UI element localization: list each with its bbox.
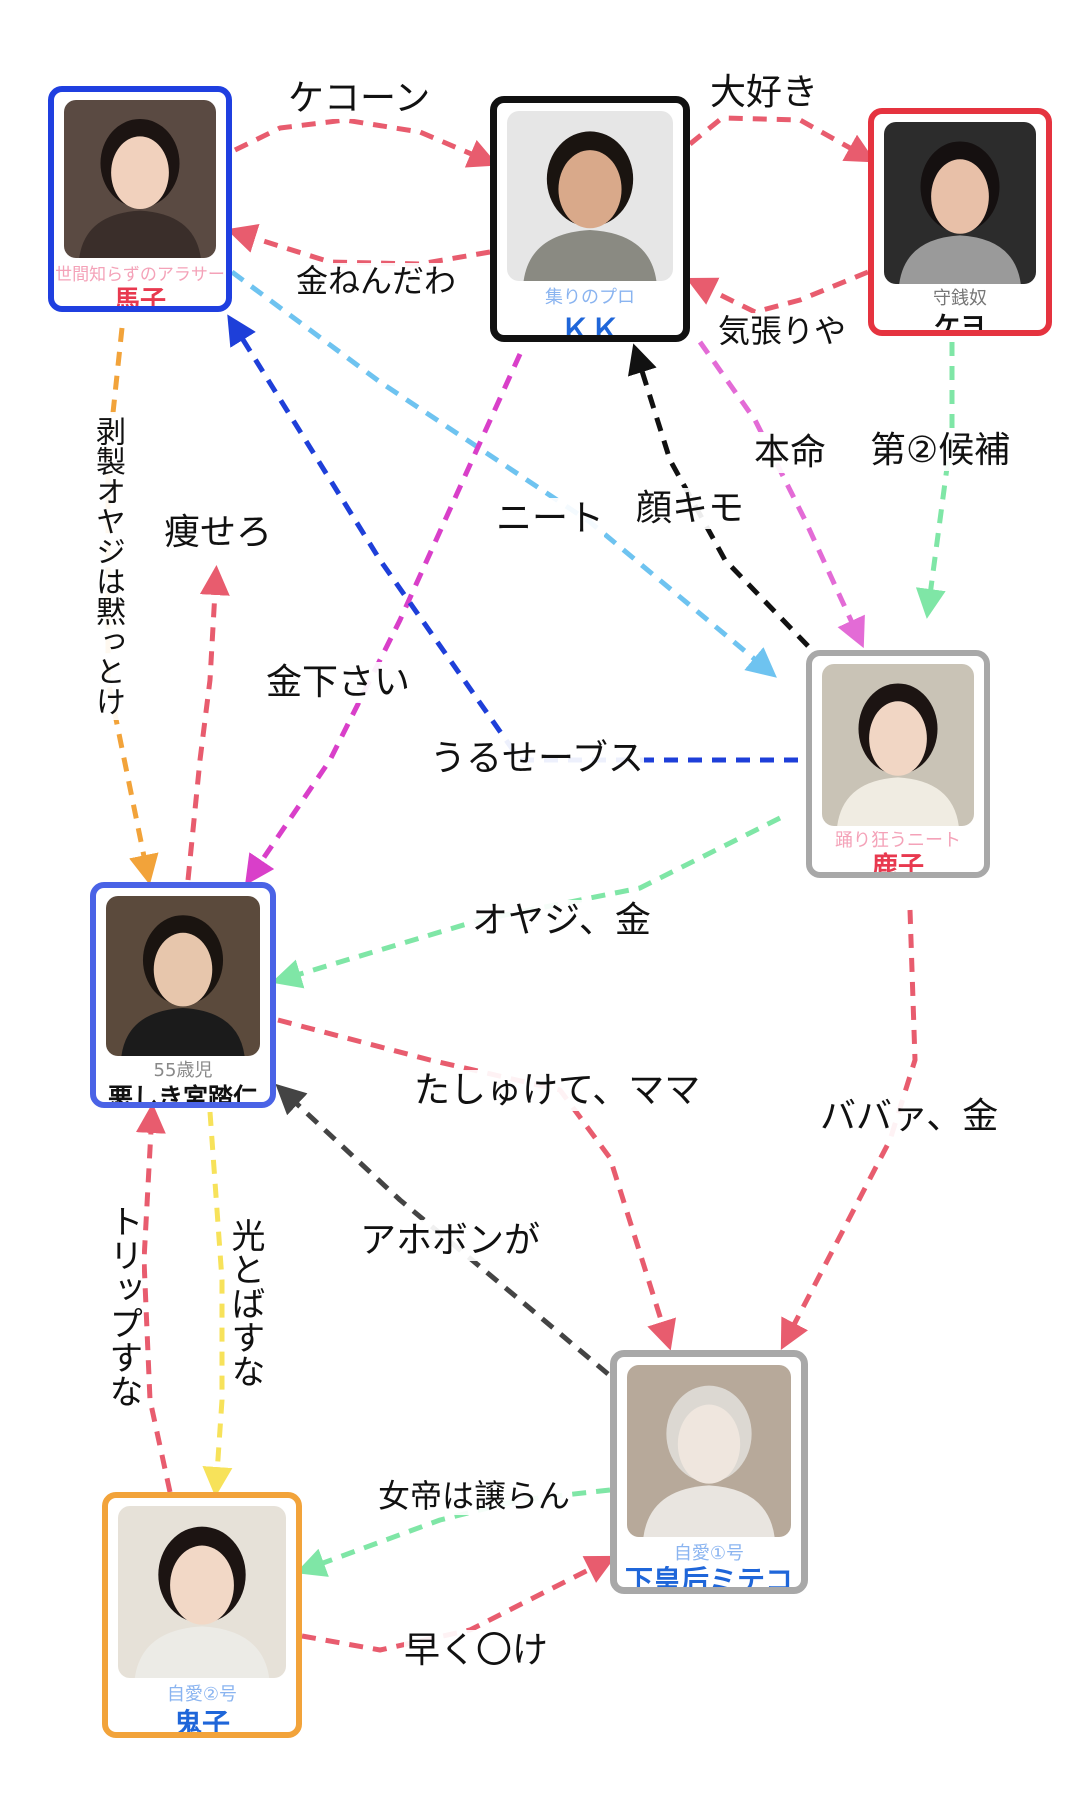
node-keyo[interactable]: 守銭奴 ケヨ	[868, 108, 1052, 336]
edge-arrow-e17	[135, 1103, 173, 1493]
portrait-face	[677, 1404, 741, 1484]
portrait-face	[869, 701, 927, 776]
edge-arrow-e4	[685, 269, 869, 315]
node-name: 悪しき宮踏仁	[107, 1083, 258, 1108]
node-subtitle: 守銭奴	[933, 288, 987, 309]
portrait-body	[121, 1008, 245, 1056]
node-mako[interactable]: 世間知らずのアラサー 馬子	[48, 86, 232, 312]
node-name: 馬子	[113, 286, 166, 312]
node-kiko[interactable]: 自愛②号 鬼子	[102, 1492, 302, 1738]
portrait-photo	[884, 122, 1036, 284]
edge-label-tasyukete-mama: たしゅけて、ママ	[414, 1070, 701, 1112]
node-subtitle: 自愛②号	[166, 1684, 238, 1705]
portrait-photo	[822, 664, 974, 826]
portrait-face	[931, 159, 989, 234]
portrait-photo	[507, 111, 673, 281]
edge-arrow-e13	[271, 815, 782, 989]
edge-label-babaa-kane: ババァ、金	[820, 1096, 999, 1138]
portrait-body	[643, 1485, 775, 1537]
node-name: 鹿子	[871, 852, 924, 878]
edge-label-daisuki: 大好き	[710, 72, 819, 114]
edge-arrow-e2	[226, 224, 491, 267]
edge-label-jotei-yuzuran: 女帝は譲らん	[378, 1477, 571, 1515]
portrait-body	[134, 1626, 270, 1678]
portrait-body	[523, 230, 657, 281]
node-subtitle: 踊り狂うニート	[835, 830, 961, 851]
edge-label-urusee-busu: うるせーブス	[430, 738, 644, 780]
node-subtitle: 自愛①号	[673, 1543, 745, 1564]
node-empress[interactable]: 自愛①号 下皇后ミテコ	[610, 1350, 808, 1594]
edge-label-hayaku-ike: 早く〇け	[404, 1630, 549, 1672]
edge-label-kibariya: 気張りや	[718, 312, 847, 350]
portrait-body	[899, 235, 1021, 284]
portrait-figure	[118, 1506, 286, 1678]
portrait-photo	[64, 100, 216, 258]
portrait-figure	[822, 664, 974, 826]
node-kako[interactable]: 踊り狂うニート 鹿子	[806, 650, 990, 878]
edge-arrow-e1	[233, 117, 499, 168]
portrait-figure	[627, 1365, 791, 1537]
node-name: ＫＫ	[560, 313, 620, 342]
portrait-face	[111, 136, 169, 210]
edge-label-yasero: 痩せろ	[164, 512, 273, 554]
node-name: 鬼子	[173, 1707, 230, 1738]
edge-label-kao-kimo: 顔キモ	[636, 488, 745, 530]
edge-arrow-e3	[688, 115, 876, 163]
portrait-body	[837, 777, 959, 826]
edge-label-honmei: 本命	[754, 432, 827, 474]
portrait-photo	[118, 1506, 286, 1678]
edge-label-hikari-tobasuna: 光とばすな	[225, 1214, 265, 1392]
portrait-body	[79, 210, 201, 258]
edge-arrow-e8	[244, 352, 523, 886]
node-kk[interactable]: 集りのプロ ＫＫ	[490, 96, 690, 342]
edge-label-kane-kudasai: 金下さい	[266, 662, 411, 704]
edge-arrow-e18	[202, 1111, 233, 1497]
edge-label-dai2-kouho: 第②候補	[870, 430, 1011, 472]
edge-label-oyaji-kane: オヤジ、金	[472, 900, 651, 942]
node-subtitle: 集りのプロ	[545, 287, 635, 308]
node-name: 下皇后ミテコ	[624, 1564, 793, 1594]
portrait-photo	[106, 896, 260, 1056]
portrait-face	[558, 150, 622, 229]
edge-label-ke-kon: ケコーン	[288, 78, 431, 120]
node-subtitle: 55歳児	[153, 1060, 213, 1081]
portrait-figure	[507, 111, 673, 281]
node-name: ケヨ	[933, 312, 986, 336]
portrait-figure	[884, 122, 1036, 284]
portrait-face	[153, 932, 213, 1007]
edge-label-kane-nendawa: 金ねんだわ	[296, 262, 457, 300]
portrait-face	[170, 1545, 234, 1625]
edge-label-hakusei-oyaji: 剥製オヤジは黙っとけ	[90, 412, 125, 720]
node-subtitle: 世間知らずのアラサー	[55, 265, 225, 285]
edge-label-trip-suna: トリップすな	[103, 1200, 143, 1412]
edge-arrow-e7	[185, 565, 230, 881]
node-father[interactable]: 55歳児 悪しき宮踏仁	[90, 882, 276, 1108]
edge-arrow-e15	[780, 909, 918, 1350]
edge-arrow-e12	[915, 342, 955, 619]
edge-label-ahobon-ga: アホボンが	[360, 1220, 541, 1262]
portrait-figure	[106, 896, 260, 1056]
edge-arrow-e14	[277, 1017, 676, 1351]
portrait-photo	[627, 1365, 791, 1537]
portrait-figure	[64, 100, 216, 258]
edge-arrow-e5	[230, 269, 777, 678]
edge-label-neet: ニート	[496, 498, 605, 540]
